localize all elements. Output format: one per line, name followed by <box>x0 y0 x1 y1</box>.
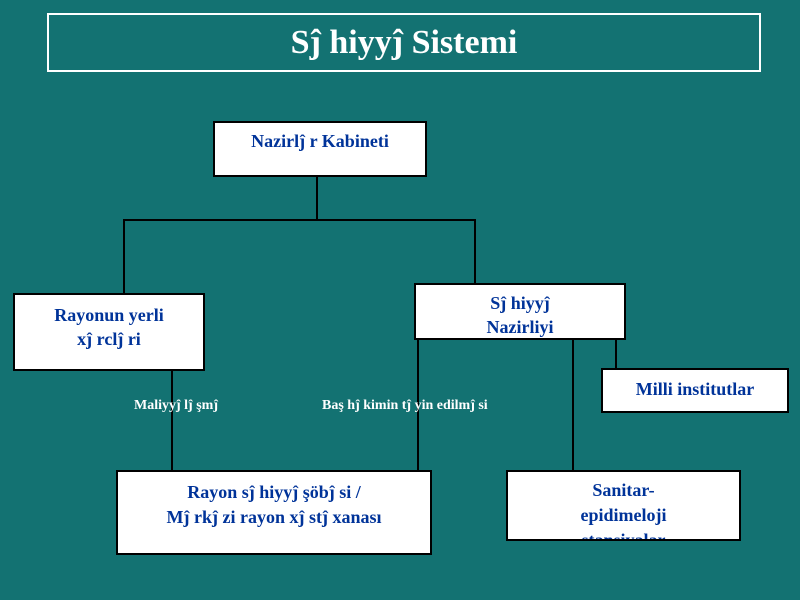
connector-horizontal-top <box>123 219 476 221</box>
node-district-line2: Mĵ rkĵ zi rayon xĵ stĵ xanası <box>166 507 382 527</box>
connector-ministry-to-sanitary <box>572 339 574 470</box>
node-local-line2: xĵ rclĵ ri <box>77 329 141 349</box>
connector-to-local <box>123 219 125 294</box>
node-district-line1: Rayon sĵ hiyyĵ şöbĵ si / <box>187 482 361 502</box>
node-ministry: Sĵ hiyyĵ Nazirliyi <box>414 283 626 340</box>
diagram-title: Sĵ hiyyĵ Sistemi <box>47 13 761 72</box>
connector-ministry-to-district <box>417 339 419 470</box>
node-ministry-line1: Sĵ hiyyĵ <box>490 293 550 313</box>
node-sanitary-line1: Sanitar- <box>592 480 655 500</box>
node-institutes-label: Milli institutlar <box>635 379 755 399</box>
connector-ministry-to-institutes <box>615 339 617 369</box>
connector-local-to-district <box>171 370 173 470</box>
node-sanitary-line2: epidimeloji <box>580 505 667 525</box>
node-cabinet-label: Nazirlĵ r Kabineti <box>251 131 389 151</box>
node-sanitary-line3: stansiyalar <box>581 530 666 541</box>
diagram-title-text: Sĵ hiyyĵ Sistemi <box>290 23 518 61</box>
node-national-institutes: Milli institutlar <box>601 368 789 413</box>
node-sanitary-stations: Sanitar- epidimeloji stansiyalar <box>506 470 741 541</box>
node-local-line1: Rayonun yerli <box>54 305 164 325</box>
node-ministry-line2: Nazirliyi <box>486 317 554 337</box>
node-cabinet: Nazirlĵ r Kabineti <box>213 121 427 177</box>
node-local-executive: Rayonun yerli xĵ rclĵ ri <box>13 293 205 371</box>
connector-to-ministry <box>474 219 476 284</box>
connector-cabinet-down <box>316 176 318 220</box>
node-district-health: Rayon sĵ hiyyĵ şöbĵ si / Mĵ rkĵ zi rayon… <box>116 470 432 555</box>
edge-label-appointment: Baş hĵ kimin tĵ yin edilmĵ si <box>322 398 488 413</box>
edge-label-financing: Maliyyĵ lĵ şmĵ <box>134 398 218 413</box>
